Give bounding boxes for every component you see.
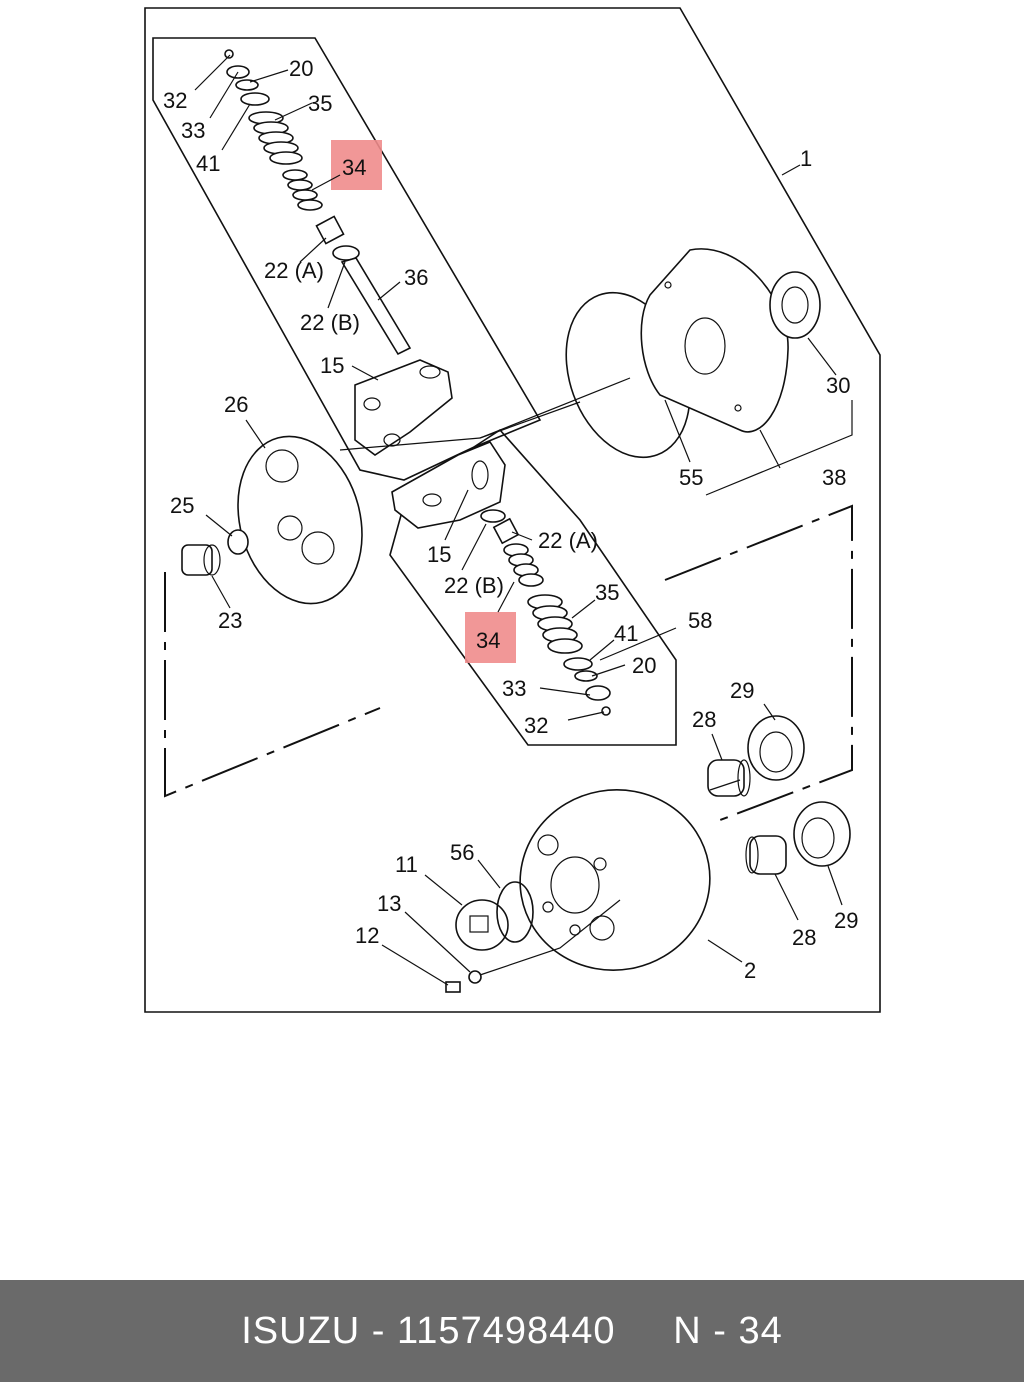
callout-25: 25: [170, 493, 194, 518]
highlight-box-34-upper: [331, 140, 382, 190]
cup-29-lower: [793, 801, 851, 867]
lower-valve-subframe: [389, 428, 677, 746]
callout-36: 36: [404, 265, 428, 290]
callout-11: 11: [395, 852, 418, 877]
callout-12: 12: [355, 923, 379, 948]
valve-body-15-lower: [391, 441, 506, 529]
pin-36: [340, 257, 412, 356]
cup-29-upper: [747, 715, 805, 781]
assembly-frame: [144, 7, 881, 1013]
callout-28-upper: 28: [692, 707, 716, 732]
part-number-footer: ISUZU - 1157498440 N - 34: [0, 1280, 1024, 1382]
callout-22a-lower: 22 (A): [538, 528, 598, 553]
bushing-23: [181, 544, 221, 576]
callout-56: 56: [450, 840, 474, 865]
highlight-box-34-lower: [465, 612, 516, 663]
spring-35-upper: [248, 111, 323, 211]
callout-58: 58: [688, 608, 712, 633]
callout-41-upper: 41: [196, 151, 220, 176]
callout-33-upper: 33: [181, 118, 205, 143]
callout-2: 2: [744, 958, 756, 983]
piston-28-upper: [707, 759, 751, 797]
piston-28-lower: [745, 835, 787, 875]
washer-13: [468, 970, 482, 984]
callout-32-lower: 32: [524, 713, 548, 738]
lower-valve-stack: [480, 509, 611, 716]
valve-body-15-upper: [354, 359, 453, 456]
callout-34-upper: 34: [342, 155, 366, 180]
callout-35-upper: 35: [308, 91, 332, 116]
o-ring-56: [496, 881, 534, 943]
callout-33-lower: 33: [502, 676, 526, 701]
callout-32-upper: 32: [163, 88, 187, 113]
housing-38: [640, 248, 789, 433]
callout-28-lower: 28: [792, 925, 816, 950]
callout-30: 30: [826, 373, 850, 398]
housing-2: [519, 789, 711, 971]
plug-11: [455, 899, 509, 951]
callout-15-upper: 15: [320, 353, 344, 378]
upper-valve-stack: [224, 49, 412, 356]
callout-22b-upper: 22 (B): [300, 310, 360, 335]
callout-38: 38: [822, 465, 846, 490]
guide-line-left: [164, 572, 381, 798]
callout-13: 13: [377, 891, 401, 916]
callout-labels: 32 20 33 35 41 34 22 (A) 22 (B) 36 15 1 …: [163, 56, 858, 983]
callout-35-lower: 35: [595, 580, 619, 605]
callout-22a-upper: 22 (A): [264, 258, 324, 283]
leader-lines: [194, 54, 853, 986]
callout-29-upper: 29: [730, 678, 754, 703]
screw-12: [445, 981, 461, 993]
footer-part-number-text: ISUZU - 1157498440 N - 34: [241, 1309, 783, 1352]
guide-line-right: [664, 504, 853, 823]
callout-34-lower: 34: [476, 628, 500, 653]
callout-1: 1: [800, 146, 812, 171]
bearing-30: [769, 271, 821, 339]
callout-55: 55: [679, 465, 703, 490]
callout-15-lower: 15: [427, 542, 451, 567]
callout-29-lower: 29: [834, 908, 858, 933]
parts-exploded-diagram: 32 20 33 35 41 34 22 (A) 22 (B) 36 15 1 …: [144, 7, 881, 1013]
callout-23: 23: [218, 608, 242, 633]
callout-41-lower: 41: [614, 621, 638, 646]
callout-20-upper: 20: [289, 56, 313, 81]
callout-26: 26: [224, 392, 248, 417]
callout-22b-lower: 22 (B): [444, 573, 504, 598]
cover-26: [237, 435, 363, 605]
callout-20-lower: 20: [632, 653, 656, 678]
upper-valve-subframe: [152, 37, 542, 481]
